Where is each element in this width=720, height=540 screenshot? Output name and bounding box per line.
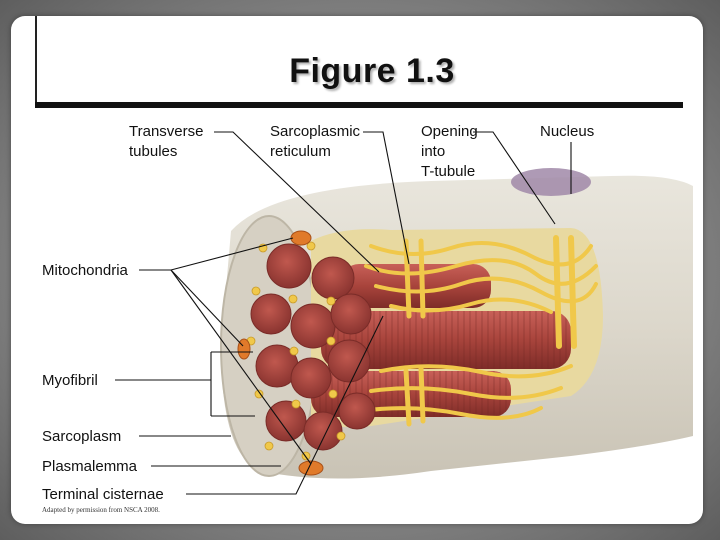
- label-terminal-cisternae: Terminal cisternae: [42, 486, 164, 503]
- reticulum-rings: [246, 241, 346, 461]
- label-sarcoplasmic-reticulum-2: reticulum: [270, 143, 331, 160]
- myofibril-ends: [250, 243, 376, 451]
- label-mitochondria: Mitochondria: [42, 262, 129, 279]
- label-transverse-tubules-1: Transverse: [129, 123, 203, 140]
- title-rule: [35, 102, 683, 108]
- label-transverse-tubules-2: tubules: [129, 143, 177, 160]
- figure-credit: Adapted by permission from NSCA 2008.: [42, 506, 160, 514]
- page-title: Figure 1.3: [289, 52, 455, 90]
- leader-lines: [115, 131, 572, 495]
- myofibril-long-3: [341, 264, 491, 308]
- label-opening-2: into: [421, 143, 445, 160]
- label-sarcoplasm: Sarcoplasm: [42, 428, 121, 445]
- left-rule: [35, 16, 37, 102]
- mitochondria-shapes: [237, 230, 324, 476]
- label-opening-3: T-tubule: [421, 163, 475, 180]
- label-sarcoplasmic-reticulum-1: Sarcoplasmic: [270, 123, 361, 140]
- slide: Figure 1.3: [11, 16, 703, 524]
- label-nucleus: Nucleus: [540, 123, 594, 140]
- label-myofibril: Myofibril: [42, 372, 98, 389]
- label-opening-1: Opening: [421, 123, 478, 140]
- muscle-fiber-diagram: Transverse tubules Sarcoplasmic reticulu…: [42, 123, 693, 514]
- label-plasmalemma: Plasmalemma: [42, 458, 138, 475]
- sarcoplasmic-reticulum-network: [359, 235, 598, 427]
- nucleus-shape: [511, 168, 591, 196]
